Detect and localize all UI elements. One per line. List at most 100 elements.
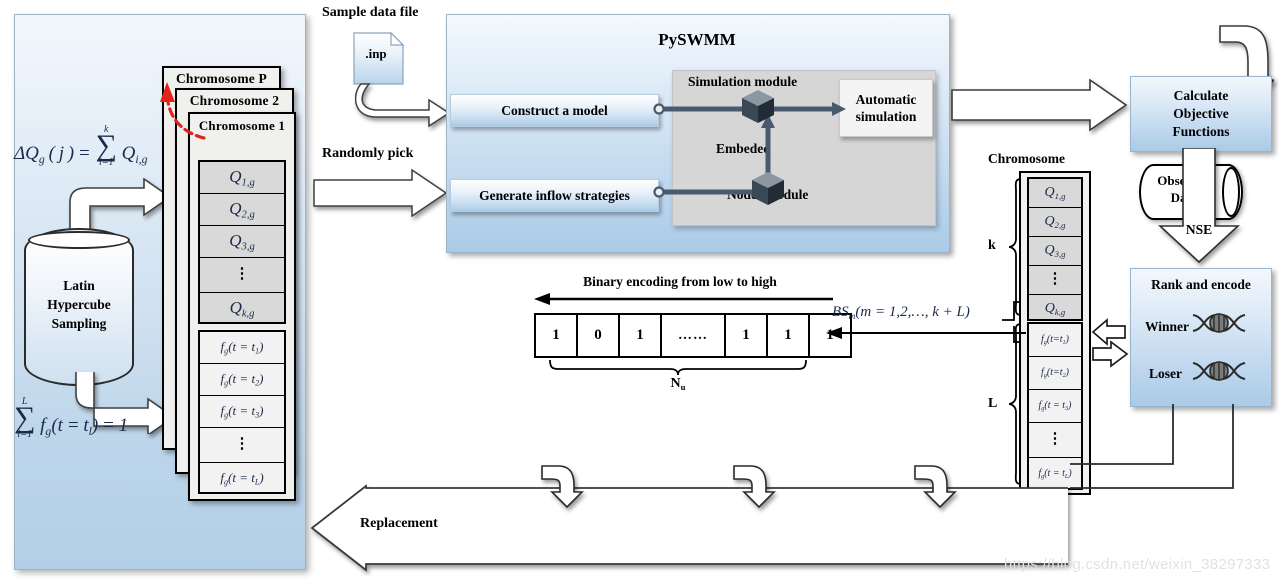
arrow-infection-down: [914, 465, 957, 508]
l-label: L: [988, 396, 998, 411]
bit-cell-1[interactable]: 0: [576, 313, 618, 358]
panel-gene-f3-label: fg(t = t3): [1038, 400, 1072, 412]
panel-gene-q2-label: Q2,g: [1044, 214, 1066, 230]
inp-file-label: .inp: [365, 46, 387, 61]
panel-gene-f2-label: fg(t=t2): [1041, 367, 1069, 379]
sampling-label-line-3: Sampling: [51, 316, 107, 331]
pyswmm-connectors: [653, 102, 846, 198]
dna-icon-loser: [1192, 361, 1246, 381]
bit-value: 1: [742, 327, 750, 343]
panel-gene-q1: Q1,g: [1029, 179, 1081, 208]
panel-gene-q3-label: Q3,g: [1044, 243, 1066, 259]
panel-gene-fL-label: fg(t = tL): [1038, 468, 1072, 480]
bit-value: 1: [784, 327, 792, 343]
loser-label: Loser: [1149, 366, 1182, 381]
gene-q1-label: Q1,g: [229, 166, 255, 189]
panel-gene-f1: fg(t=t1): [1029, 324, 1081, 357]
panel-gene-f-ellipsis: ⋮: [1029, 423, 1081, 458]
bs-formula: BSm(m = 1,2,…, k + L): [832, 304, 970, 322]
chromosome-p-title: Chromosome P: [175, 71, 267, 86]
gene-qk: Qk,g: [200, 293, 284, 324]
vertical-dots: ⋮: [234, 436, 250, 453]
arrow-decoding-down: [541, 465, 584, 508]
arrow-nse-down: [1158, 148, 1240, 264]
generate-inflow-bar[interactable]: Generate inflow strategies: [450, 179, 659, 212]
gene-f1: fg(t = t1): [200, 332, 284, 364]
bit-cell-0[interactable]: 1: [534, 313, 576, 358]
generate-inflow-label: Generate inflow strategies: [479, 187, 630, 203]
formula-sum-f: L ∑ l=1 fg(t = tl) = 1: [14, 396, 129, 440]
gene-fL: fg(t = tL): [200, 463, 284, 494]
gene-q3-label: Q3,g: [229, 230, 255, 253]
arrow-replacement: [310, 484, 1068, 572]
replacement-label: Replacement: [360, 516, 438, 531]
panel-gene-q2: Q2,g: [1029, 208, 1081, 237]
vertical-dots: ⋮: [1047, 271, 1063, 288]
rank-and-encode-title: Rank and encode: [1151, 277, 1251, 292]
rank-to-replacement-connector: [1070, 404, 1234, 489]
brace-l: [1008, 323, 1022, 485]
arrow-mutation-down: [733, 465, 776, 508]
gene-q2-label: Q2,g: [229, 198, 255, 221]
watermark: https://blog.csdn.net/weixin_38297333: [1004, 556, 1271, 573]
gene-q-ellipsis: ⋮: [200, 258, 284, 293]
chromosome-1-q-genes: Q1,g Q2,g Q3,g ⋮ Qk,g: [198, 160, 286, 324]
red-dashed-arrow: [160, 82, 206, 140]
bit-cell-2[interactable]: 1: [618, 313, 660, 358]
bit-cell-4[interactable]: 1: [724, 313, 766, 358]
pyswmm-title: PySWMM: [658, 30, 736, 49]
embeded-label: Embeded: [716, 141, 771, 156]
arrow-bidirectional-chromosome-rank: [1091, 318, 1129, 368]
arrow-pyswmm-to-calculate: [951, 78, 1128, 132]
construct-model-bar[interactable]: Construct a model: [450, 94, 659, 127]
arrow-inp-to-construct: [355, 83, 451, 128]
arrow-sampling-to-chromosome-bottom: [75, 372, 176, 434]
sampling-label-line-1: Latin: [63, 278, 95, 293]
bit-cell-ellipsis: ……: [660, 313, 724, 358]
panel-gene-qk-label: Qk,g: [1044, 301, 1066, 317]
calculate-objective-line-1: Calculate: [1173, 88, 1229, 103]
panel-gene-f1-label: fg(t=t1): [1041, 334, 1069, 346]
arrow-randomly-pick: [313, 168, 448, 218]
gene-f1-label: fg(t = t1): [220, 339, 264, 356]
randomly-pick-label: Randomly pick: [322, 146, 414, 161]
automatic-simulation-line-2: simulation: [855, 109, 917, 124]
bit-value: 1: [552, 327, 560, 343]
formula-delta-q: ΔQg ( j ) = k ∑ i=1 Qi,g: [14, 124, 148, 168]
brace-nu: [549, 359, 807, 376]
sampling-label-line-2: Hypercube: [47, 297, 111, 312]
automatic-simulation-card[interactable]: Automatic simulation: [839, 79, 933, 137]
gene-f-ellipsis: ⋮: [200, 428, 284, 463]
inp-file-icon[interactable]: [351, 30, 409, 88]
construct-model-label: Construct a model: [501, 102, 608, 118]
bit-cell-5[interactable]: 1: [766, 313, 808, 358]
nu-label: Nu: [548, 376, 808, 392]
nodes-module-cube-icon: [752, 172, 784, 205]
automatic-simulation-line-1: Automatic: [855, 92, 917, 107]
nse-label: NSE: [1185, 222, 1213, 237]
simulation-module-label: Simulation module: [688, 74, 798, 89]
panel-gene-q3: Q3,g: [1029, 237, 1081, 266]
binary-string[interactable]: 1 0 1 …… 1 1 1: [534, 313, 852, 358]
chromosome-panel-title: Chromosome: [988, 151, 1065, 166]
panel-gene-f3: fg(t = t3): [1029, 390, 1081, 423]
winner-label: Winner: [1145, 319, 1190, 334]
rank-and-encode-box[interactable]: Rank and encode Winner Loser: [1130, 268, 1272, 407]
gene-q1: Q1,g: [200, 162, 284, 194]
gene-f3-label: fg(t = t3): [220, 403, 264, 420]
bit-value: 0: [594, 327, 602, 343]
chromosome-panel-q-genes: Q1,g Q2,g Q3,g ⋮ Qk,g: [1027, 177, 1083, 321]
dna-icon-winner-shape: [1192, 313, 1246, 333]
latin-hypercube-sampling-cylinder: Latin Hypercube Sampling: [24, 228, 134, 386]
bit-value: 1: [826, 327, 834, 343]
panel-gene-fL: fg(t = tL): [1029, 458, 1081, 490]
bit-cell-6[interactable]: 1: [808, 313, 852, 358]
bit-value: 1: [636, 327, 644, 343]
panel-gene-f2: fg(t=t2): [1029, 357, 1081, 390]
gene-fL-label: fg(t = tL): [220, 470, 264, 487]
calculate-objective-box[interactable]: Calculate Objective Functions: [1130, 76, 1272, 152]
gene-q2: Q2,g: [200, 194, 284, 226]
panel-gene-q-ellipsis: ⋮: [1029, 266, 1081, 295]
panel-gene-q1-label: Q1,g: [1044, 185, 1066, 201]
